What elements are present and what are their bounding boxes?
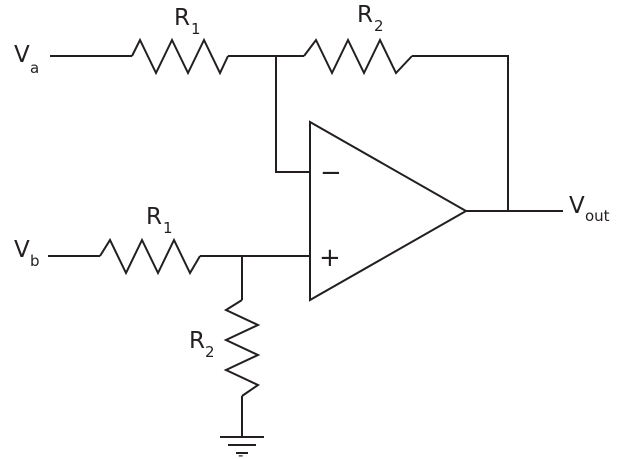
ground-mark: - (238, 446, 243, 459)
svg-text:b: b (30, 252, 40, 270)
svg-text:out: out (585, 207, 610, 225)
svg-text:R: R (189, 328, 205, 354)
r2-top-resistor (303, 37, 413, 76)
r1-bottom-resistor (99, 237, 201, 276)
r1-top-label: R 1 (174, 5, 201, 38)
svg-text:V: V (14, 42, 30, 68)
svg-text:1: 1 (191, 20, 201, 38)
svg-text:V: V (14, 237, 30, 263)
svg-text:2: 2 (374, 17, 384, 35)
r2-bottom-label: R 2 (189, 328, 215, 361)
svg-text:V: V (569, 193, 585, 219)
vout-label: V out (569, 193, 610, 225)
r1-bottom-label: R 1 (146, 204, 173, 237)
r1-top-resistor (131, 37, 229, 76)
vb-label: V b (14, 237, 40, 270)
svg-text:2: 2 (205, 343, 215, 361)
feedback-wire (412, 55, 509, 212)
inverting-sign: − (320, 158, 342, 188)
noninverting-sign: + (319, 243, 341, 273)
r2-bottom-resistor (223, 299, 261, 397)
svg-text:R: R (357, 2, 373, 28)
svg-text:a: a (30, 59, 39, 77)
r2-top-label: R 2 (357, 2, 384, 35)
opamp-triangle (309, 120, 469, 302)
svg-text:R: R (174, 5, 190, 31)
ground-icon (220, 436, 264, 454)
va-label: V a (14, 42, 39, 77)
inverting-input-wire (275, 56, 310, 173)
svg-text:1: 1 (163, 219, 173, 237)
svg-text:R: R (146, 204, 162, 230)
